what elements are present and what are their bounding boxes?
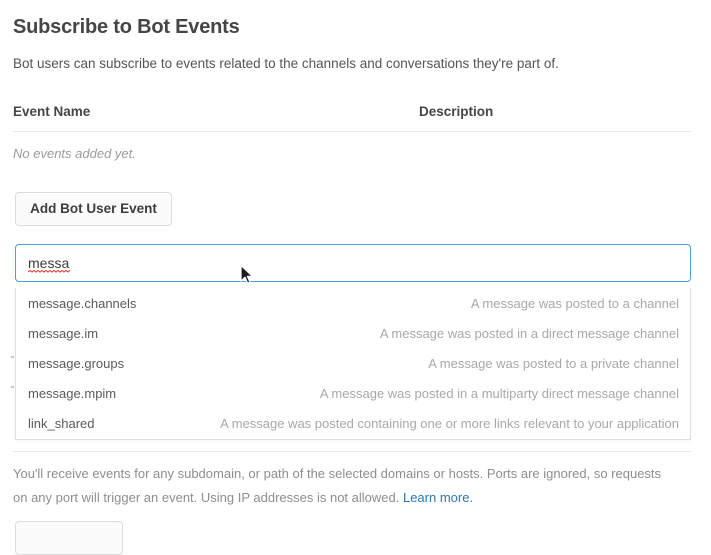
occluded-background-mark bbox=[11, 356, 14, 358]
suggestion-item-message-channels[interactable]: message.channels A message was posted to… bbox=[16, 288, 690, 318]
suggestion-name: link_shared bbox=[28, 415, 95, 431]
footer-note-text: You'll receive events for any subdomain,… bbox=[13, 466, 662, 505]
footer-action-button[interactable] bbox=[15, 521, 123, 555]
suggestion-name: message.mpim bbox=[28, 385, 117, 401]
events-table-header: Event Name Description bbox=[13, 104, 691, 124]
event-suggestion-dropdown[interactable]: message.channels A message was posted to… bbox=[15, 288, 691, 440]
suggestion-description: A message was posted in a multiparty dir… bbox=[319, 385, 679, 401]
column-header-description: Description bbox=[419, 104, 494, 119]
suggestion-name: message.groups bbox=[28, 355, 125, 371]
suggestion-item-message-im[interactable]: message.im A message was posted in a dir… bbox=[16, 318, 690, 348]
event-search-input[interactable] bbox=[15, 244, 691, 282]
page-subtitle: Bot users can subscribe to events relate… bbox=[13, 56, 559, 71]
suggestion-description: A message was posted to a private channe… bbox=[428, 355, 679, 371]
suggestion-description: A message was posted to a channel bbox=[470, 295, 679, 311]
add-bot-user-event-button[interactable]: Add Bot User Event bbox=[15, 192, 172, 226]
suggestion-item-link-shared[interactable]: link_shared A message was posted contain… bbox=[16, 408, 690, 438]
footer-divider bbox=[13, 451, 691, 452]
footer-note: You'll receive events for any subdomain,… bbox=[13, 462, 679, 510]
occluded-background-mark bbox=[11, 386, 14, 388]
learn-more-link[interactable]: Learn more. bbox=[402, 490, 474, 505]
column-header-event-name: Event Name bbox=[13, 104, 91, 119]
suggestion-name: message.channels bbox=[28, 295, 137, 311]
suggestion-item-message-groups[interactable]: message.groups A message was posted to a… bbox=[16, 348, 690, 378]
suggestion-item-message-mpim[interactable]: message.mpim A message was posted in a m… bbox=[16, 378, 690, 408]
events-empty-message: No events added yet. bbox=[13, 146, 136, 161]
page-title: Subscribe to Bot Events bbox=[13, 16, 240, 38]
table-header-divider bbox=[13, 131, 691, 132]
suggestion-name: message.im bbox=[28, 325, 99, 341]
suggestion-description: A message was posted in a direct message… bbox=[379, 325, 679, 341]
suggestion-description: A message was posted containing one or m… bbox=[220, 415, 679, 431]
subscribe-bot-events-page: Subscribe to Bot Events Bot users can su… bbox=[11, 16, 691, 555]
